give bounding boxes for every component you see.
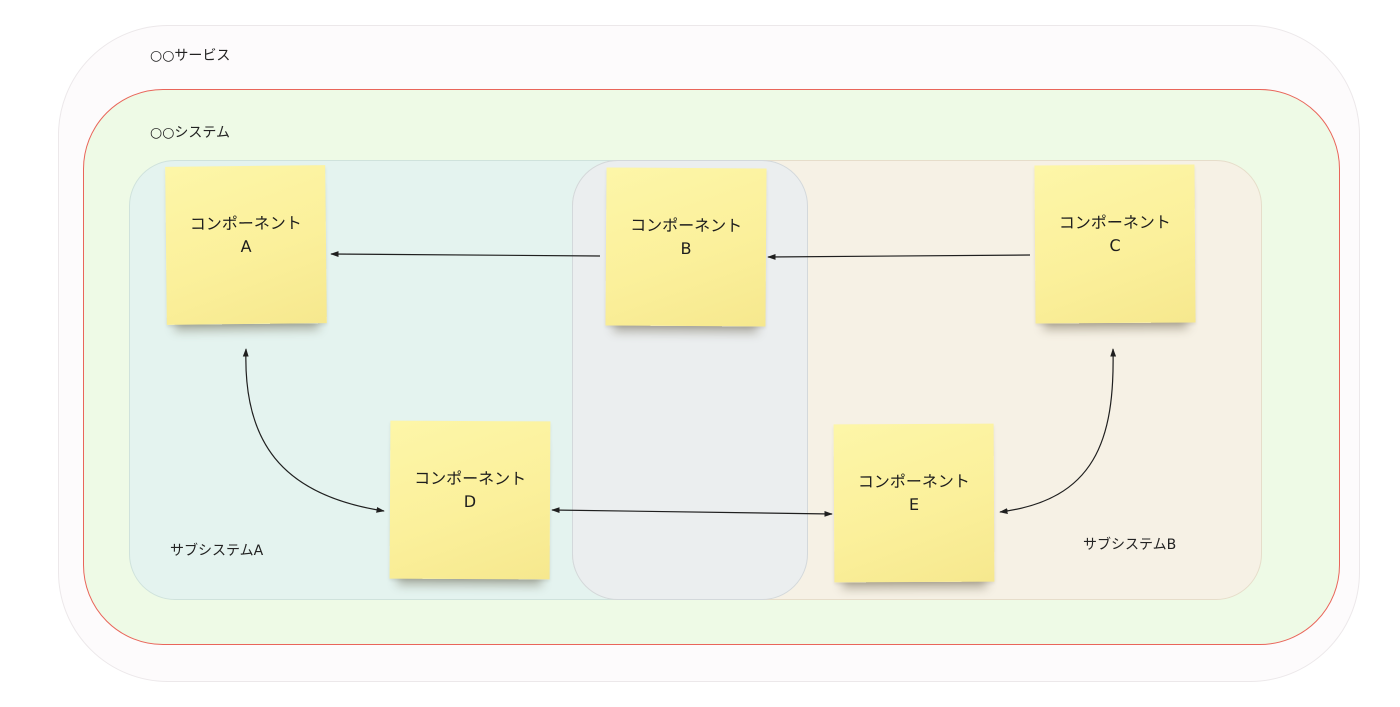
arrow-d-e <box>551 507 833 517</box>
component-e-title: コンポーネント <box>857 471 970 492</box>
service-label: ○○サービス <box>150 48 231 64</box>
arrow-c-to-b <box>767 254 1031 260</box>
component-a-title: コンポーネント <box>189 213 302 234</box>
component-e-note[interactable]: コンポーネント E <box>833 423 995 583</box>
subsystem-a-label: サブシステムA <box>170 543 264 559</box>
component-c-title: コンポーネント <box>1058 212 1171 233</box>
component-c-note[interactable]: コンポーネント C <box>1034 164 1196 324</box>
component-d-note[interactable]: コンポーネント D <box>389 420 551 580</box>
arrow-b-to-a <box>330 251 601 257</box>
component-d-title: コンポーネント <box>414 468 527 489</box>
component-b-note[interactable]: コンポーネント B <box>605 167 767 327</box>
subsystem-b-label: サブシステムB <box>1083 537 1177 553</box>
arrow-a-d <box>242 348 385 513</box>
component-b-id: B <box>680 238 692 259</box>
component-a-note[interactable]: コンポーネント A <box>165 165 327 325</box>
system-label: ○○システム <box>150 125 231 141</box>
component-d-id: D <box>463 491 477 512</box>
component-c-id: C <box>1109 235 1121 256</box>
arrow-c-e <box>999 348 1117 514</box>
component-b-title: コンポーネント <box>630 215 743 236</box>
component-a-id: A <box>240 236 252 257</box>
component-e-id: E <box>908 494 920 515</box>
